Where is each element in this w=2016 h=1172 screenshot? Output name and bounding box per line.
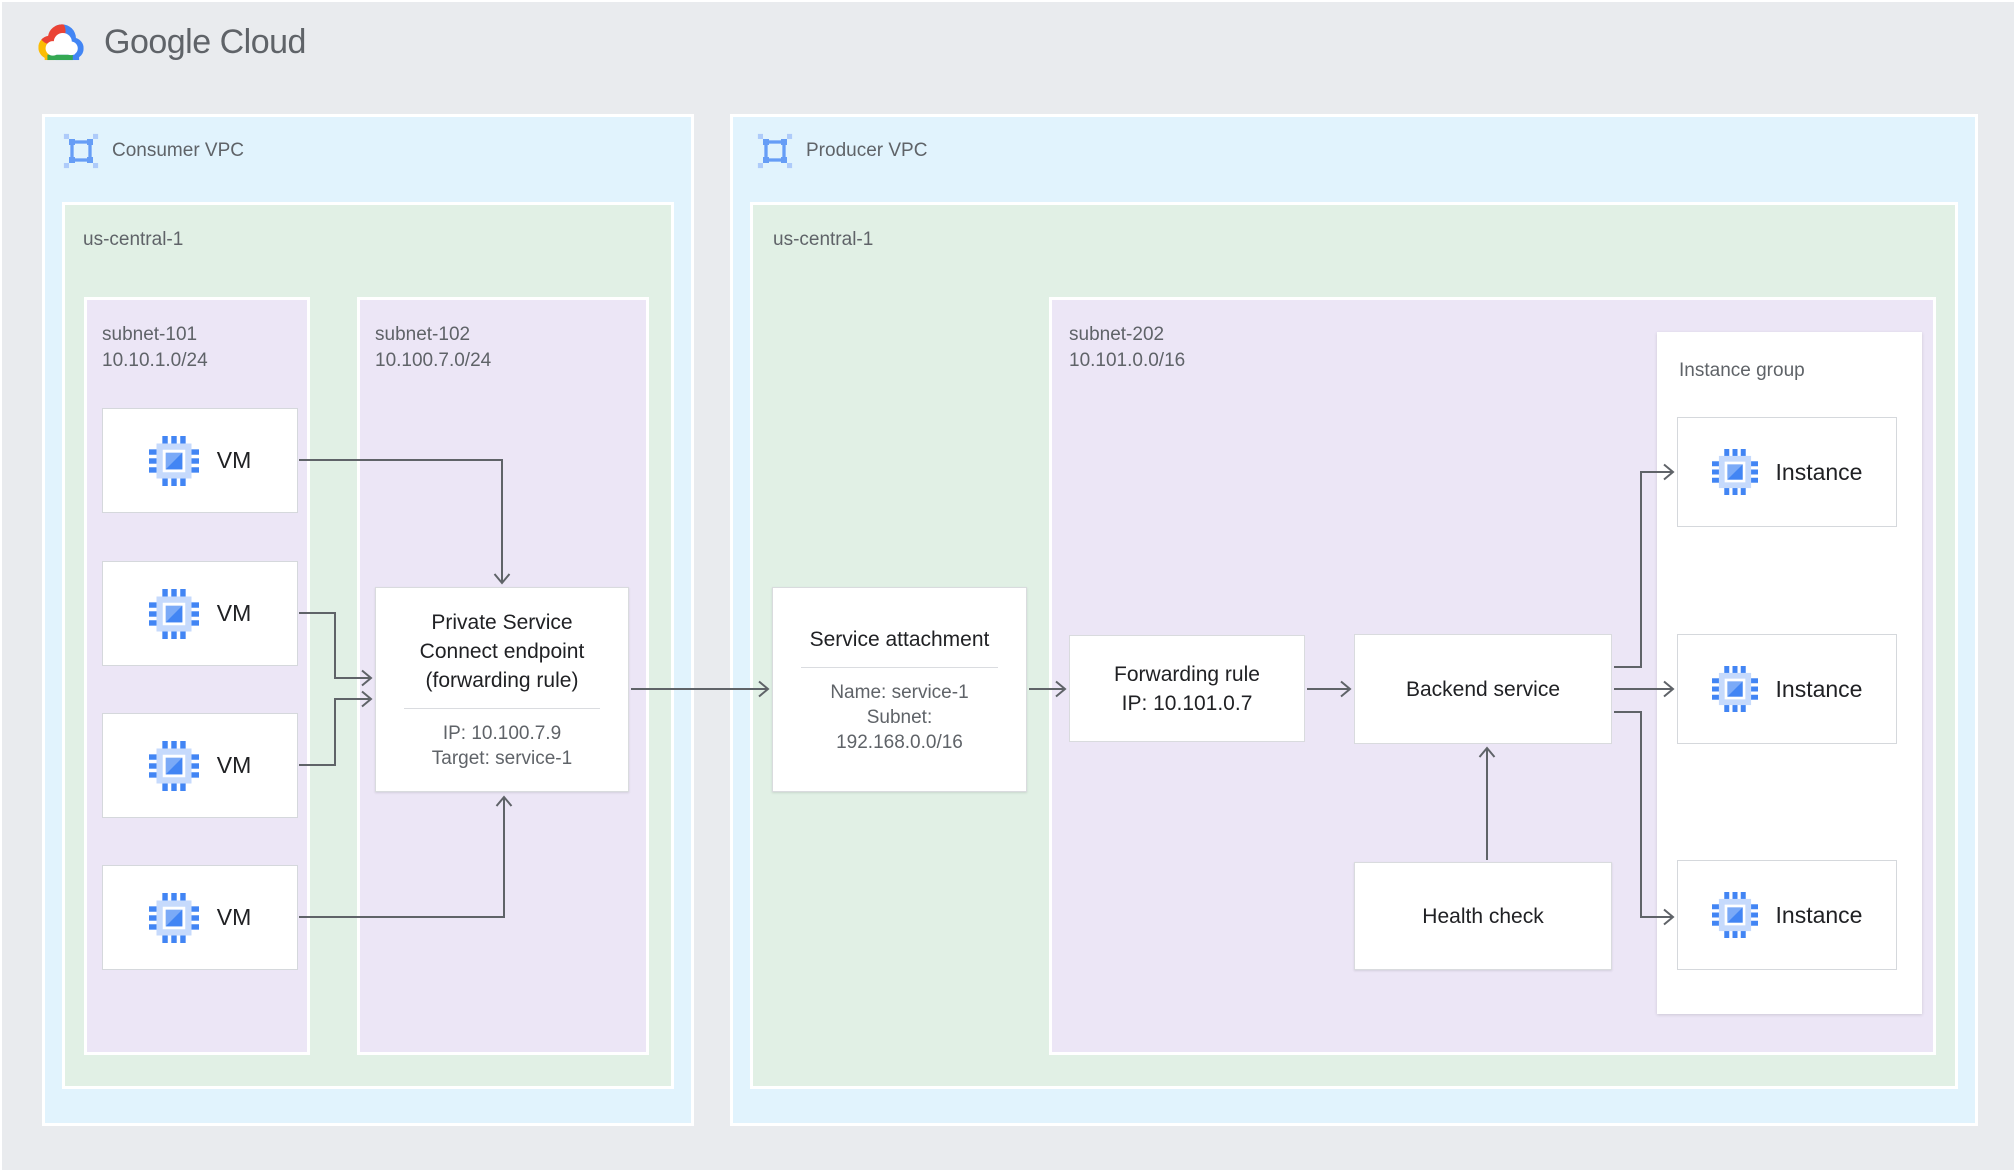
producer-region: us-central-1 Service attachment Name: se… — [750, 202, 1958, 1089]
vm-node-4: VM — [102, 865, 298, 970]
subnet-101: subnet-101 10.10.1.0/24 — [84, 297, 310, 1055]
psc-title-line-1: Private Service — [431, 611, 573, 634]
psc-endpoint-node: Private Service Connect endpoint (forwar… — [375, 587, 629, 792]
consumer-vpc-container: Consumer VPC us-central-1 subnet-101 10.1… — [42, 114, 694, 1126]
subnet-202-label: subnet-202 10.101.0.0/16 — [1069, 322, 1185, 374]
google-cloud-logo-text: Google Cloud — [104, 23, 306, 62]
compute-engine-icon — [148, 435, 199, 486]
forwarding-rule-line-1: Forwarding rule — [1114, 662, 1260, 686]
compute-engine-icon — [1711, 449, 1758, 495]
subnet-102-label: subnet-102 10.100.7.0/24 — [375, 322, 491, 374]
psc-endpoint-details: IP: 10.100.7.9 Target: service-1 — [432, 721, 572, 771]
vm-label: VM — [216, 447, 252, 473]
consumer-region-label: us-central-1 — [83, 229, 184, 250]
psc-title-line-3: (forwarding rule) — [425, 669, 579, 692]
divider — [403, 708, 601, 709]
psc-ip: IP: 10.100.7.9 — [442, 723, 562, 744]
subnet-101-label: subnet-101 10.10.1.0/24 — [102, 322, 208, 374]
health-check-title: Health check — [1422, 904, 1544, 928]
backend-service-title: Backend service — [1405, 677, 1561, 701]
compute-engine-icon — [148, 892, 199, 943]
compute-engine-icon — [148, 740, 199, 791]
subnet-202: subnet-202 10.101.0.0/16 Forwarding rule … — [1049, 297, 1936, 1055]
vm-label: VM — [216, 904, 252, 930]
consumer-region: us-central-1 subnet-101 10.10.1.0/24 — [62, 202, 674, 1089]
producer-vpc-container: Producer VPC us-central-1 Service attach… — [730, 114, 1978, 1126]
service-attachment-details: Name: service-1 Subnet: 192.168.0.0/16 — [830, 680, 968, 755]
compute-engine-icon — [148, 588, 199, 639]
google-cloud-logo: Google Cloud — [32, 18, 306, 66]
google-cloud-logo-icon — [38, 24, 84, 61]
vm-label: VM — [216, 752, 252, 778]
vm-node-2: VM — [102, 561, 298, 666]
service-attachment-node: Service attachment Name: service-1 Subne… — [772, 587, 1027, 792]
instance-label: Instance — [1775, 901, 1863, 928]
logo-word-google: Google — [104, 22, 211, 61]
vpc-network-icon — [63, 133, 99, 169]
psc-endpoint-title: Private Service Connect endpoint (forwar… — [420, 608, 585, 695]
vm-node-3: VM — [102, 713, 298, 818]
psc-target: Target: service-1 — [431, 748, 573, 769]
instance-group-container: Instance group — [1657, 332, 1922, 1014]
instance-group-label: Instance group — [1679, 360, 1805, 381]
service-attachment-subnet-cidr: 192.168.0.0/16 — [836, 731, 963, 753]
subnet-202-cidr: 10.101.0.0/16 — [1069, 350, 1186, 371]
logo-word-cloud: Cloud — [219, 22, 307, 61]
vm-label: VM — [216, 600, 252, 626]
service-attachment-title: Service attachment — [809, 627, 990, 651]
forwarding-rule-line-2: IP: 10.101.0.7 — [1121, 691, 1253, 715]
compute-engine-icon — [1711, 892, 1758, 938]
consumer-vpc-header: Consumer VPC — [63, 133, 244, 169]
instance-label: Instance — [1775, 675, 1863, 702]
backend-service-node: Backend service — [1354, 634, 1612, 744]
consumer-vpc-label: Consumer VPC — [112, 140, 244, 161]
instance-node-2: Instance — [1677, 634, 1897, 744]
producer-vpc-header: Producer VPC — [757, 133, 927, 169]
forwarding-rule-node: Forwarding rule IP: 10.101.0.7 — [1069, 635, 1305, 742]
subnet-202-name: subnet-202 — [1069, 324, 1165, 345]
subnet-101-cidr: 10.10.1.0/24 — [102, 350, 208, 371]
service-attachment-name: Name: service-1 — [830, 681, 969, 703]
service-attachment-subnet-label: Subnet: — [866, 706, 933, 728]
subnet-102: subnet-102 10.100.7.0/24 Private Service … — [357, 297, 649, 1055]
vm-node-1: VM — [102, 408, 298, 513]
health-check-node: Health check — [1354, 862, 1612, 970]
divider — [800, 666, 999, 668]
subnet-102-cidr: 10.100.7.0/24 — [375, 350, 492, 371]
compute-engine-icon — [1711, 666, 1758, 712]
psc-title-line-2: Connect endpoint — [419, 640, 585, 663]
vpc-network-icon — [757, 133, 793, 169]
producer-vpc-label: Producer VPC — [806, 140, 928, 161]
instance-node-3: Instance — [1677, 860, 1897, 970]
producer-region-label: us-central-1 — [773, 229, 874, 250]
subnet-101-name: subnet-101 — [102, 324, 198, 345]
instance-node-1: Instance — [1677, 417, 1897, 527]
instance-label: Instance — [1775, 458, 1863, 485]
subnet-102-name: subnet-102 — [375, 324, 471, 345]
